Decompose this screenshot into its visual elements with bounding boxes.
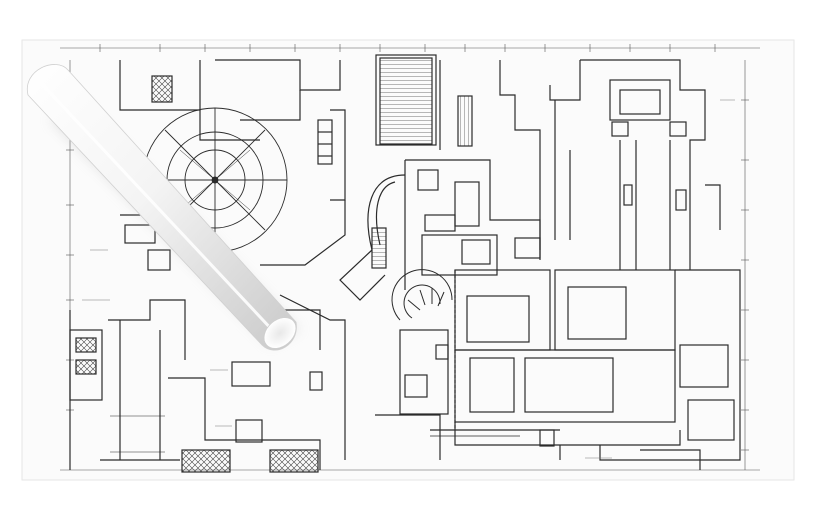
room bbox=[69, 329, 103, 401]
right-upper-wing bbox=[499, 59, 721, 270]
hatched-block bbox=[181, 449, 231, 473]
room bbox=[567, 286, 627, 340]
right-ticks bbox=[741, 99, 749, 451]
small-room bbox=[461, 239, 491, 265]
closet bbox=[317, 119, 333, 165]
small-room bbox=[124, 224, 156, 244]
room bbox=[679, 344, 729, 388]
spiral-stair bbox=[391, 269, 453, 321]
elevator bbox=[454, 181, 480, 227]
roll-end bbox=[263, 317, 297, 349]
small-room bbox=[417, 169, 439, 191]
room bbox=[687, 399, 735, 441]
room bbox=[466, 295, 530, 343]
staircase-upper bbox=[375, 54, 473, 150]
hatched-block bbox=[269, 449, 319, 473]
lower-left-wing bbox=[69, 294, 346, 473]
room bbox=[399, 329, 449, 415]
small-room bbox=[235, 419, 263, 443]
small-room bbox=[231, 361, 271, 387]
hatched-block bbox=[151, 75, 173, 103]
curved-corridor bbox=[367, 174, 406, 251]
annotation-marks bbox=[82, 99, 735, 459]
small-room bbox=[147, 249, 171, 271]
lower-right-complex bbox=[375, 269, 741, 470]
room bbox=[524, 357, 614, 413]
room-inner bbox=[619, 89, 661, 115]
room bbox=[609, 79, 671, 121]
top-ticks bbox=[99, 44, 716, 52]
paper-roll bbox=[26, 64, 297, 351]
small-room bbox=[424, 214, 456, 232]
upper-left-wing bbox=[119, 59, 346, 271]
hall bbox=[421, 234, 498, 276]
room bbox=[469, 357, 515, 413]
